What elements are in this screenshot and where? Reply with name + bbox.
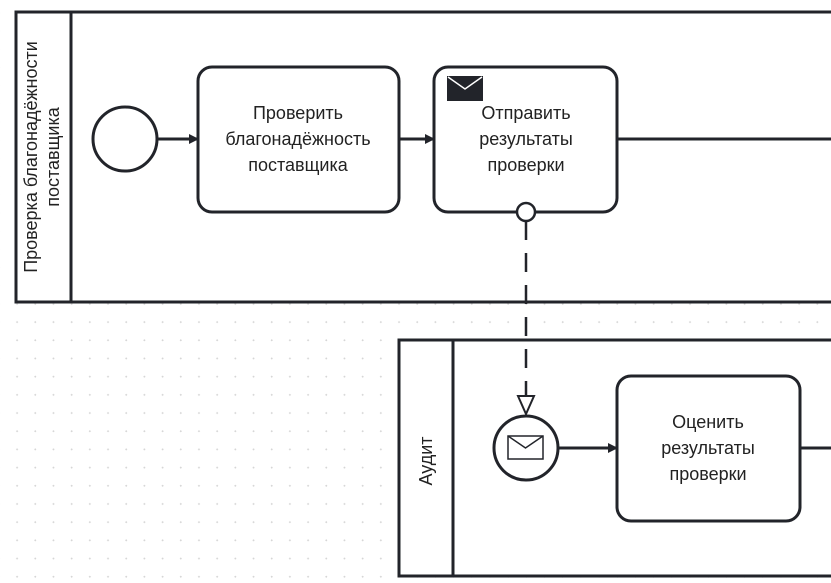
task-label-line2: результаты xyxy=(661,438,755,458)
task-label-line3: поставщика xyxy=(248,155,349,175)
pool-audit[interactable]: Аудит Оценить результаты проверки xyxy=(397,338,831,578)
pool-label-line2: поставщика xyxy=(43,106,63,207)
task-label-line1: Проверить xyxy=(253,103,343,123)
pool-audit-label-text: Аудит xyxy=(416,436,436,485)
start-event[interactable] xyxy=(91,105,159,173)
task-label-line2: благонадёжность xyxy=(225,129,370,149)
task-check-supplier[interactable]: Проверить благонадёжность поставщика xyxy=(196,65,401,214)
task-evaluate-results[interactable]: Оценить результаты проверки xyxy=(615,374,802,523)
pool-supplier-check-label: Проверка благонадёжности поставщика xyxy=(21,41,63,273)
task-label-line3: проверки xyxy=(669,464,746,484)
envelope-filled-icon xyxy=(447,76,483,101)
envelope-outline-icon xyxy=(507,435,544,460)
send-task-send-results[interactable]: Отправить результаты проверки xyxy=(432,65,619,214)
message-flow-arrowhead xyxy=(516,395,536,417)
pool-label-line1: Проверка благонадёжности xyxy=(21,41,41,273)
task-label-line1: Отправить xyxy=(481,103,570,123)
task-label-line2: результаты xyxy=(479,129,573,149)
task-label-line3: проверки xyxy=(487,155,564,175)
task-label-line1: Оценить xyxy=(672,412,744,432)
pool-supplier-check[interactable]: Проверка благонадёжности поставщика Пров… xyxy=(14,10,831,304)
pool-audit-label: Аудит xyxy=(416,436,436,485)
message-flow-source-circle xyxy=(515,201,537,223)
message-flow-results[interactable] xyxy=(515,201,537,417)
